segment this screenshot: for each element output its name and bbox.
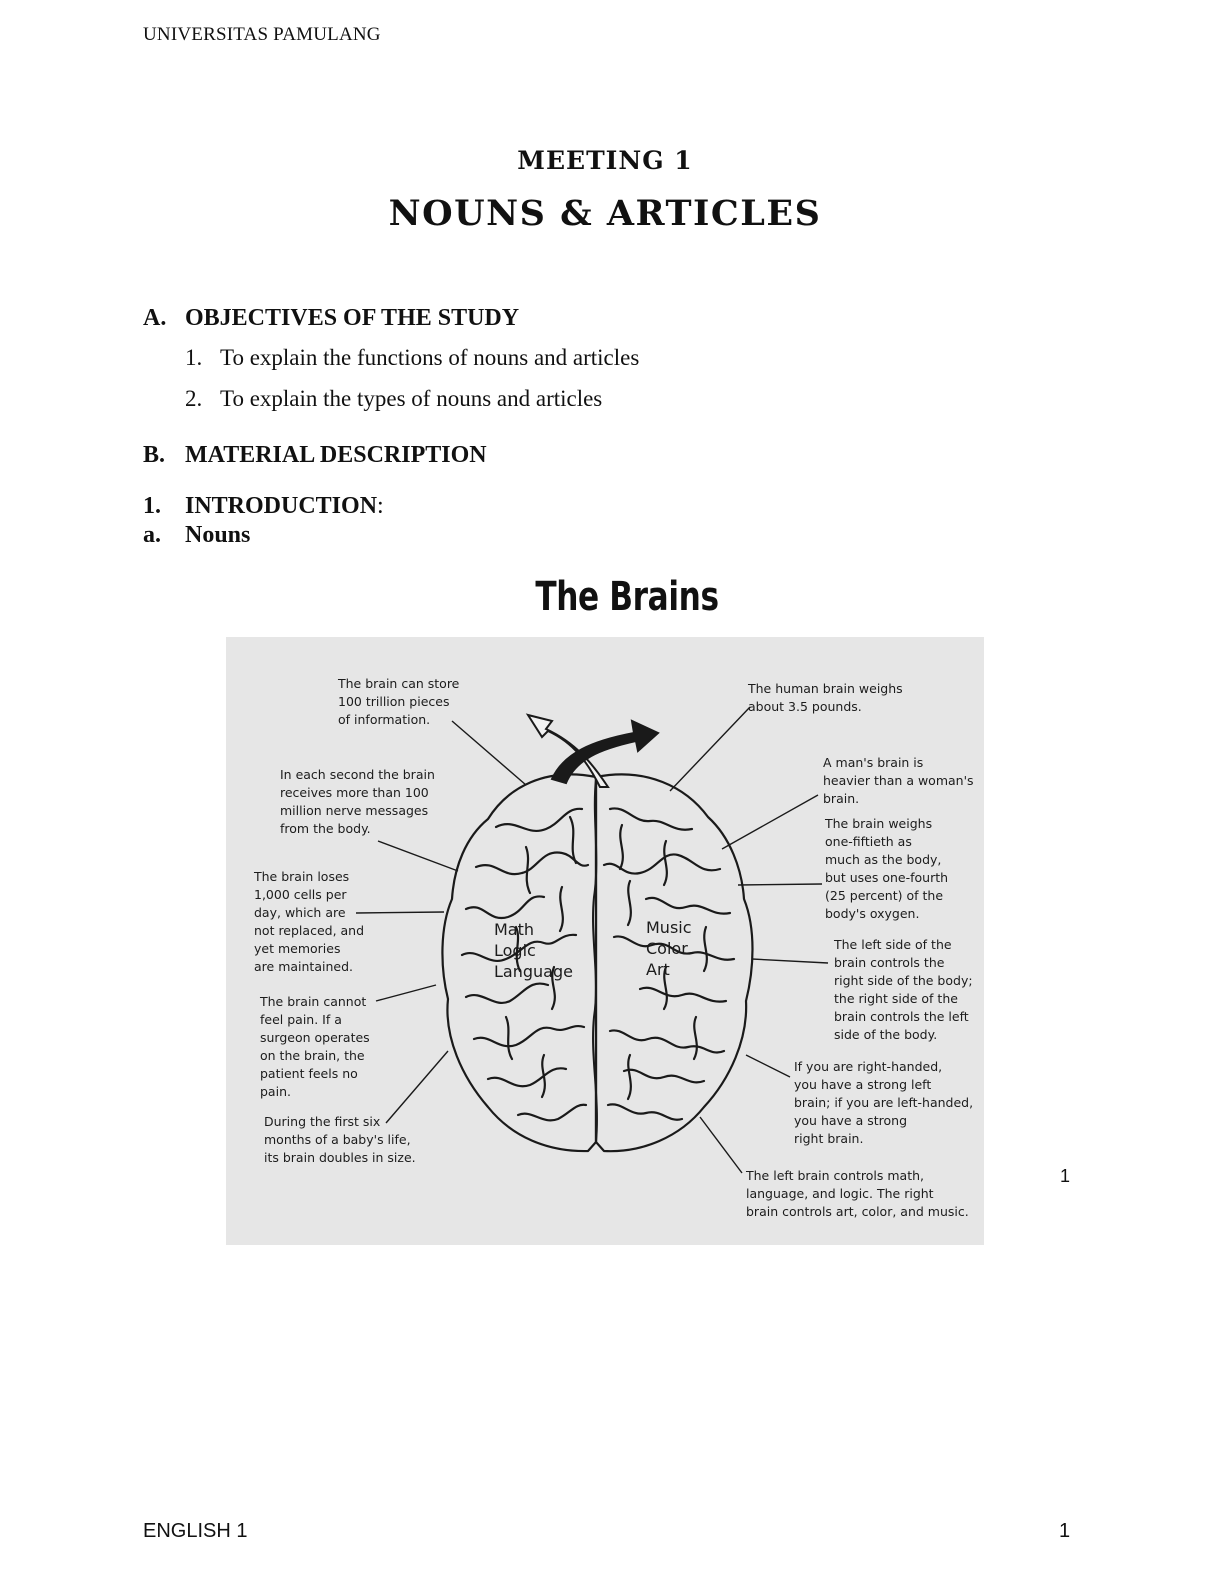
objective-number: 2.: [185, 386, 203, 411]
brain-illustration: [355, 706, 829, 1174]
section-b-label: B.: [143, 442, 166, 468]
right-lobe-label: Music Color Art: [646, 918, 692, 979]
nouns-heading: a. Nouns: [143, 522, 250, 549]
annotation-left-brain: The left brain controls math, language, …: [746, 1168, 969, 1219]
objective-item: 1. To explain the functions of nouns and …: [185, 345, 639, 371]
objective-number: 1.: [185, 345, 203, 370]
annotation-sides: The left side of the brain controls the …: [834, 937, 973, 1042]
figure-title: The Brains: [535, 574, 719, 620]
introduction-colon: :: [377, 493, 384, 519]
document-header: UNIVERSITAS PAMULANG: [143, 24, 381, 45]
annotation-man-woman: A man's brain is heavier than a woman's …: [823, 755, 974, 806]
introduction-heading: 1. INTRODUCTION:: [143, 493, 384, 520]
section-b-text: MATERIAL DESCRIPTION: [185, 442, 487, 468]
section-a-heading: A. OBJECTIVES OF THE STUDY: [143, 305, 519, 332]
introduction-label: 1.: [143, 493, 161, 519]
left-lobe-label: Math Logic Language: [494, 920, 573, 981]
introduction-text: INTRODUCTION: [185, 493, 378, 519]
annotation-handedness: If you are right-handed, you have a stro…: [794, 1059, 974, 1146]
footer-page-number: 1: [1059, 1520, 1071, 1542]
annotation-storage: The brain can store 100 trillion pieces …: [338, 676, 460, 727]
meeting-label: MEETING 1: [517, 146, 693, 175]
left-hemisphere: [441, 773, 598, 1153]
white-arrow: [525, 713, 610, 788]
annotation-cells: The brain loses 1,000 cells per day, whi…: [254, 869, 365, 974]
section-a-text: OBJECTIVES OF THE STUDY: [185, 305, 520, 331]
central-fissure: [592, 778, 598, 1143]
nouns-text: Nouns: [185, 522, 251, 548]
footer-course: ENGLISH 1: [143, 1520, 248, 1542]
objective-text: To explain the functions of nouns and ar…: [220, 345, 640, 370]
section-a-label: A.: [143, 305, 167, 331]
annotation-weight: The human brain weighs about 3.5 pounds.: [748, 681, 903, 714]
annotation-pain: The brain cannot feel pain. If a surgeon…: [260, 994, 370, 1099]
side-page-number: 1: [1060, 1166, 1071, 1186]
black-arrow: [550, 719, 660, 785]
annotation-nerve-messages: In each second the brain receives more t…: [280, 767, 435, 836]
section-b-heading: B. MATERIAL DESCRIPTION: [143, 442, 487, 469]
annotation-baby: During the first six months of a baby's …: [264, 1114, 416, 1165]
page-title: NOUNS & ARTICLES: [388, 193, 822, 234]
annotation-oxygen: The brain weighs one-fiftieth as much as…: [825, 816, 949, 921]
objective-item: 2. To explain the types of nouns and arti…: [185, 386, 602, 412]
nouns-label: a.: [143, 522, 161, 548]
objective-text: To explain the types of nouns and articl…: [220, 386, 603, 411]
brain-figure: Math Logic Language Music Color Art The …: [226, 637, 984, 1245]
